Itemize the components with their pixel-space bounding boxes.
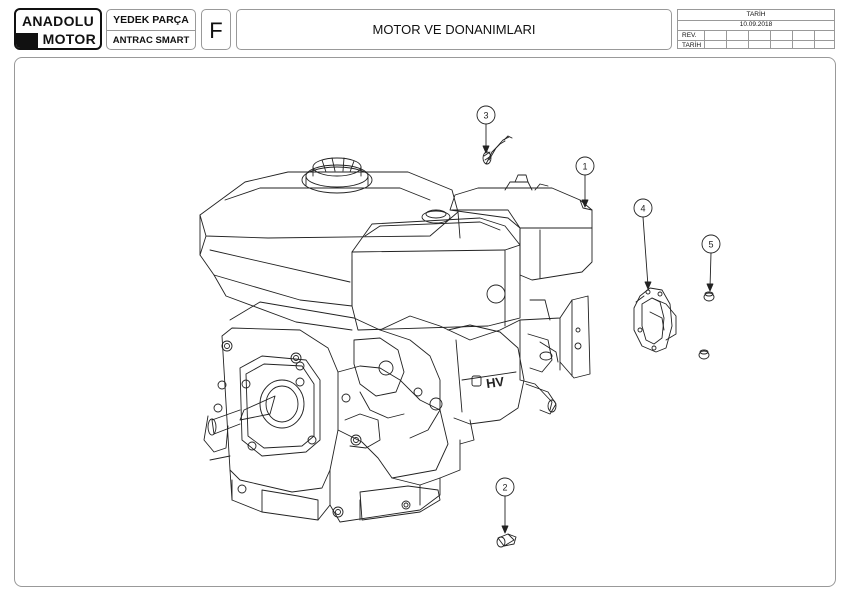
crankcase bbox=[207, 327, 461, 523]
date-label: TARİH bbox=[746, 11, 766, 18]
rev-label: REV. bbox=[682, 32, 697, 39]
company-logo: ANADOLU MOTOR bbox=[14, 8, 102, 50]
logo-line-2: MOTOR bbox=[42, 31, 96, 47]
drawing-title: MOTOR VE DONANIMLARI bbox=[372, 22, 536, 37]
logo-line-1: ANADOLU bbox=[21, 13, 95, 29]
part-5-nut bbox=[698, 291, 715, 360]
svg-text:4: 4 bbox=[640, 204, 645, 214]
cylinder-head-cover bbox=[351, 209, 521, 331]
engine-shroud bbox=[229, 295, 591, 411]
engine-assembly: HV bbox=[199, 157, 593, 523]
model-label: ANTRAC SMART bbox=[112, 35, 190, 46]
section-letter-box: F bbox=[201, 9, 231, 50]
logo-black-block bbox=[16, 33, 38, 48]
svg-text:2: 2 bbox=[502, 483, 507, 493]
drawing-frame bbox=[14, 57, 836, 587]
drawing-title-box: MOTOR VE DONANIMLARI bbox=[236, 9, 672, 50]
fuel-tank bbox=[199, 157, 461, 331]
carburetor: HV bbox=[203, 324, 559, 461]
part-3-spring bbox=[482, 135, 513, 165]
svg-text:3: 3 bbox=[483, 111, 488, 121]
rev-date-label: TARİH bbox=[682, 41, 702, 49]
svg-text:5: 5 bbox=[708, 240, 713, 250]
part-2-bolt bbox=[496, 533, 517, 548]
part-4-cover-plate bbox=[633, 287, 677, 353]
callout-3: 3 bbox=[476, 105, 496, 154]
engine-brand-label: HV bbox=[485, 374, 505, 391]
section-letter: F bbox=[209, 18, 223, 43]
callout-5: 5 bbox=[701, 234, 721, 292]
svg-text:1: 1 bbox=[582, 162, 587, 172]
air-filter-housing bbox=[449, 174, 593, 281]
revision-table: TARİH 10.09.2018 REV. TARİH bbox=[677, 9, 835, 49]
callout-4: 4 bbox=[633, 198, 653, 290]
part-category-box: YEDEK PARÇA ANTRAC SMART bbox=[106, 9, 196, 50]
callout-2: 2 bbox=[495, 477, 515, 534]
date-value: 10.09.2018 bbox=[739, 21, 773, 28]
callout-1: 1 bbox=[575, 156, 595, 208]
category-label: YEDEK PARÇA bbox=[113, 14, 189, 26]
